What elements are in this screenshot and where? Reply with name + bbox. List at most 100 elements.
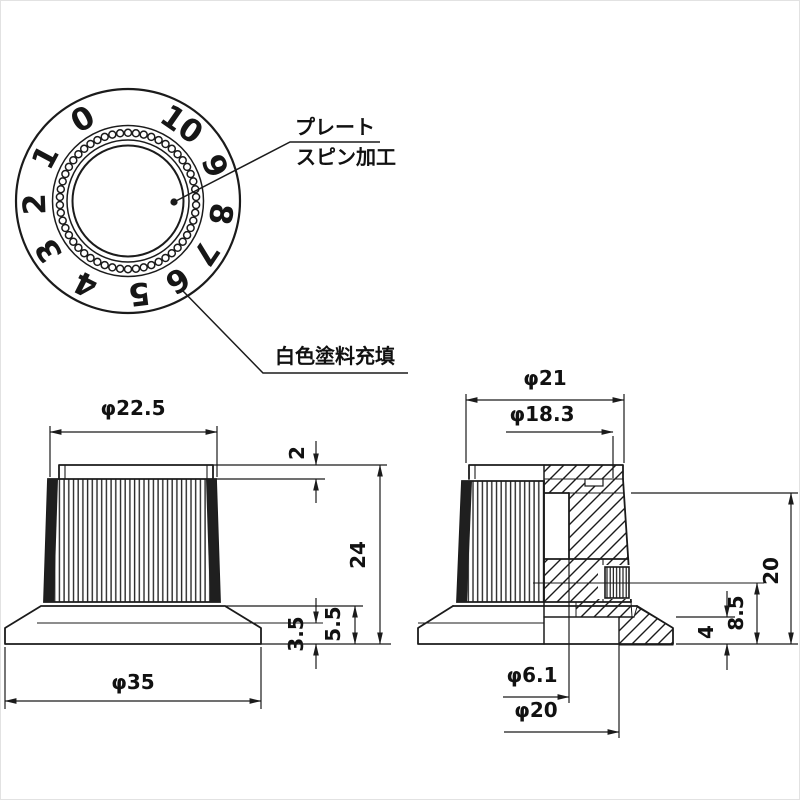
knurl-bead <box>191 200 201 210</box>
section-cap-hatch <box>543 464 624 480</box>
knurl-bead <box>58 177 67 186</box>
knurl-bead <box>131 264 141 273</box>
knurl-bead <box>100 260 109 270</box>
dim-front-skirt-step: 3.5 <box>284 598 319 669</box>
side-cap-outline <box>468 464 624 480</box>
svg-text:φ6.1: φ6.1 <box>506 663 557 687</box>
section-floor-hatch <box>575 601 633 618</box>
dial-number-9: 9 <box>193 149 234 182</box>
side-skirt-outline <box>417 605 674 645</box>
top-plate-circle <box>71 144 185 258</box>
svg-text:φ20: φ20 <box>514 698 557 722</box>
knurl-bead <box>191 192 201 202</box>
dim-front-skirt-height: 5.5 <box>225 605 363 645</box>
knurl-bead <box>115 129 125 138</box>
dim-side-cap-diameter: φ21 <box>465 366 625 463</box>
svg-text:φ18.3: φ18.3 <box>510 402 575 426</box>
paint-leader-line <box>181 289 408 374</box>
knurl-bead <box>93 257 102 267</box>
knob-outer-rim-circle <box>14 87 242 315</box>
knurl-bead <box>123 264 133 274</box>
front-knurl-dark-right <box>206 479 220 602</box>
knurl-bead <box>55 200 65 210</box>
knurl-bead <box>93 135 102 145</box>
dim-front-top-diameter: φ22.5 <box>49 396 218 477</box>
knurl-ring-inner-circle <box>66 139 190 263</box>
front-skirt-outline <box>4 605 262 645</box>
knurl-bead <box>58 216 67 225</box>
dial-number-4: 4 <box>68 263 104 305</box>
front-knurl-dark-left <box>44 479 58 602</box>
dim-side-plate-diameter: φ18.3 <box>506 402 614 478</box>
knurl-bead <box>186 223 195 233</box>
knurl-bead <box>154 135 163 145</box>
plate-annotation: プレート スピン加工 <box>170 115 396 206</box>
knurl-bead <box>61 223 70 233</box>
knurl-bead <box>108 263 117 272</box>
plate-seat-notch <box>584 478 604 487</box>
dim-side-recess-depth: 4 <box>676 591 735 670</box>
section-wall-hatch <box>568 492 629 560</box>
side-knurl-dark-left <box>457 481 472 602</box>
dim-front-total-height: 24 <box>346 464 383 645</box>
plate-leader-line <box>173 141 380 203</box>
knurl-bead <box>64 162 74 172</box>
knurl-bead <box>139 263 148 272</box>
knurl-bead <box>100 132 109 142</box>
knurl-bead <box>173 149 182 159</box>
knurl-bead <box>154 257 163 267</box>
plate-note-line2: スピン加工 <box>296 145 396 169</box>
svg-text:2: 2 <box>285 446 309 460</box>
svg-text:3.5: 3.5 <box>284 616 308 651</box>
knurl-bead <box>147 132 156 142</box>
knurl-bead <box>139 130 148 139</box>
knurl-bead <box>182 230 192 240</box>
svg-text:24: 24 <box>346 541 370 569</box>
knurl-bead <box>86 139 95 149</box>
front-cap-bevel-ticks <box>64 465 208 479</box>
knurl-bead <box>147 260 156 270</box>
knurl-bead <box>55 192 65 202</box>
knurl-bead <box>167 248 177 258</box>
knurl-bead <box>123 128 133 138</box>
section-upper-band-hatch <box>543 478 625 494</box>
knurl-bead <box>64 230 74 240</box>
knurl-bead <box>131 129 141 138</box>
side-section-view: φ21 φ18.3 20 8.5 4 φ <box>417 366 798 738</box>
knurl-bead <box>182 162 192 172</box>
dial-number-2: 2 <box>17 193 54 216</box>
dial-number-1: 1 <box>25 139 67 175</box>
top-view: 0 1 2 3 4 5 6 7 8 9 10 プレート スピン加工 白色塗料充填 <box>14 87 408 374</box>
dim-front-base-diameter: φ35 <box>4 647 262 709</box>
knurl-bead <box>74 149 83 159</box>
knurl-bead <box>161 253 170 263</box>
knurl-bead <box>178 156 187 165</box>
knurl-bead <box>190 208 200 218</box>
knurl-bead <box>69 156 78 165</box>
dim-side-bore-depth: 20 <box>631 492 798 645</box>
dial-number-8: 8 <box>201 201 240 227</box>
knurl-bead-ring <box>55 128 201 274</box>
knurl-bead <box>56 208 66 218</box>
knurl-bead <box>161 139 170 149</box>
svg-text:5.5: 5.5 <box>321 606 345 641</box>
knurl-ring-outer-circle <box>51 124 205 278</box>
dim-front-cap-height: 2 <box>213 441 387 503</box>
knurl-bead <box>74 243 83 253</box>
knurl-bead <box>178 237 187 246</box>
knurl-bead <box>86 253 95 263</box>
svg-text:4: 4 <box>694 625 718 639</box>
dim-side-shaft-hole: φ6.1 <box>503 559 570 703</box>
knurl-bead <box>189 177 198 186</box>
knurl-bead <box>186 169 195 179</box>
knurl-bead <box>167 144 177 154</box>
svg-text:φ22.5: φ22.5 <box>101 396 166 420</box>
front-cap-outline <box>58 464 214 480</box>
dim-side-recess-diameter: φ20 <box>504 644 620 738</box>
knurl-bead <box>189 216 198 225</box>
plate-note-line1: プレート <box>295 115 375 139</box>
paint-annotation: 白色塗料充填 <box>181 289 408 374</box>
knurl-bead <box>79 144 89 154</box>
